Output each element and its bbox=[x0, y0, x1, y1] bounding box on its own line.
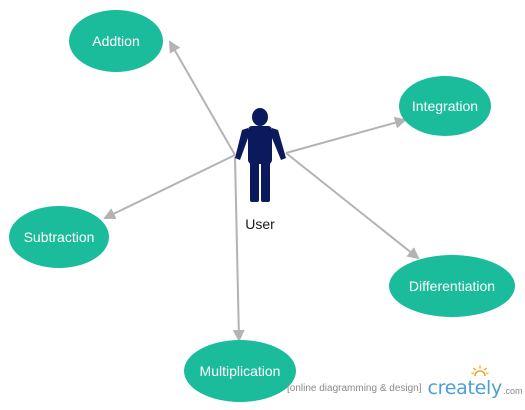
actor-user[interactable]: User bbox=[235, 108, 286, 232]
use-case-subtraction-shape bbox=[9, 206, 109, 268]
connector-user-differentiation[interactable] bbox=[285, 152, 420, 260]
connector-user-integration[interactable] bbox=[285, 116, 407, 154]
sun-icon bbox=[470, 365, 489, 377]
use-case-integration[interactable]: Integration bbox=[399, 76, 491, 136]
creately-logo: creately bbox=[427, 365, 503, 399]
user-icon bbox=[235, 108, 286, 202]
use-case-addition-shape bbox=[69, 10, 163, 72]
use-case-multiplication-shape bbox=[184, 340, 296, 402]
use-case-differentiation-label: Differentiation bbox=[409, 278, 495, 294]
connector-user-addition[interactable] bbox=[169, 40, 236, 156]
connectors bbox=[103, 40, 420, 342]
creately-watermark: [online diagramming & design] creately .… bbox=[287, 365, 523, 399]
use-case-multiplication[interactable]: Multiplication bbox=[184, 340, 296, 402]
use-case-addition[interactable]: Addtion bbox=[69, 10, 163, 72]
creately-brand-text: creately bbox=[427, 377, 503, 399]
creately-domain-suffix: .com bbox=[502, 386, 523, 396]
use-case-integration-label: Integration bbox=[412, 98, 478, 114]
use-case-subtraction[interactable]: Subtraction bbox=[9, 206, 109, 268]
use-case-subtraction-label: Subtraction bbox=[24, 229, 95, 245]
use-case-differentiation[interactable]: Differentiation bbox=[389, 255, 515, 317]
watermark-tagline: [online diagramming & design] bbox=[287, 382, 422, 394]
use-case-addition-label: Addtion bbox=[92, 33, 139, 49]
actor-user-label: User bbox=[245, 216, 275, 232]
use-case-integration-shape bbox=[399, 76, 491, 136]
use-case-multiplication-label: Multiplication bbox=[200, 363, 281, 379]
connector-user-subtraction[interactable] bbox=[103, 154, 236, 220]
use-case-differentiation-shape bbox=[389, 255, 515, 317]
connector-user-multiplication[interactable] bbox=[232, 156, 245, 342]
